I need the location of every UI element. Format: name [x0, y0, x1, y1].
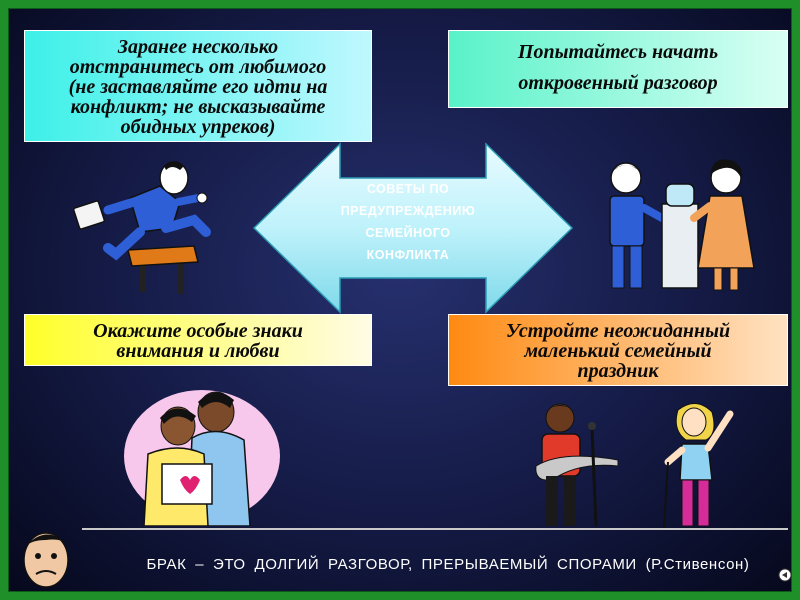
tip-distance-line: Заранее несколько	[117, 36, 279, 58]
corner-arrow-icon[interactable]	[778, 568, 792, 582]
tip-distance-box: Заранее несколько отстранитесь от любимо…	[24, 30, 372, 142]
double-arrow-icon	[252, 142, 574, 314]
tip-party-box: Устройте неожиданный маленький семейный …	[448, 314, 788, 386]
center-title-line: СЕМЕЙНОГО	[365, 226, 451, 240]
footer-divider	[82, 528, 788, 530]
guitarist-icon	[535, 403, 619, 527]
tip-talk-line: Попытайтесь начать	[517, 41, 719, 63]
footer-quote: БРАК – ЭТО ДОЛГИЙ РАЗГОВОР, ПРЕРЫВАЕМЫЙ …	[146, 556, 750, 573]
center-title-line: СОВЕТЫ ПО	[366, 182, 450, 196]
center-title: СОВЕТЫ ПО ПРЕДУПРЕЖДЕНИЮ СЕМЕЙНОГО КОНФЛ…	[320, 178, 496, 266]
singer-icon	[663, 403, 734, 529]
tip-distance-line: (не заставляйте его идти на	[68, 76, 328, 98]
tip-attention-line: внимания и любви	[116, 340, 280, 362]
tip-party-line: праздник	[577, 360, 659, 382]
tip-distance-line: отстранитесь от любимого	[69, 56, 327, 78]
tip-attention-box: Окажите особые знаки внимания и любви	[24, 314, 372, 366]
center-title-line: КОНФЛИКТА	[366, 248, 450, 262]
tip-distance-line: конфликт; не высказывайте	[70, 96, 326, 118]
tip-party-line: Устройте неожиданный	[505, 320, 731, 342]
slide: Заранее несколько отстранитесь от любимо…	[8, 8, 792, 592]
water-cooler-chat-icon	[609, 159, 755, 291]
tip-talk-line: откровенный разговор	[518, 72, 718, 94]
tip-distance-line: обидных упреков)	[120, 116, 276, 138]
face-icon	[23, 532, 69, 588]
couple-reading-card-icon	[124, 390, 280, 526]
hurdle-runner-icon	[73, 161, 211, 294]
center-title-line: ПРЕДУПРЕЖДЕНИЮ	[340, 204, 476, 218]
tip-talk-box: Попытайтесь начать откровенный разговор	[448, 30, 788, 108]
tip-attention-line: Окажите особые знаки	[93, 320, 303, 342]
tip-party-line: маленький семейный	[524, 340, 712, 362]
